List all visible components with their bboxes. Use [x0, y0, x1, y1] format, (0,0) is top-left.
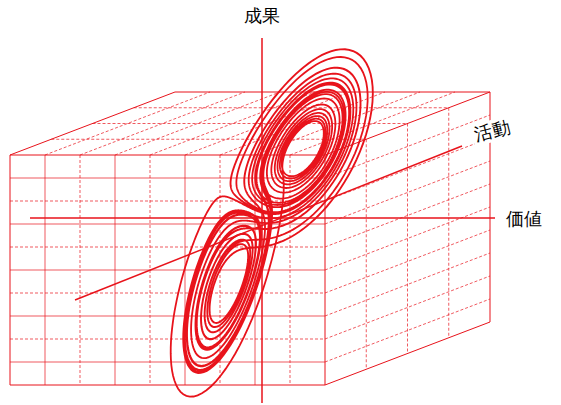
- box-edge: [10, 92, 175, 155]
- grid-line: [10, 339, 325, 340]
- box-edge: [325, 322, 490, 385]
- box-edge: [10, 155, 11, 385]
- grid-line: [10, 362, 325, 363]
- box-edge: [10, 385, 325, 386]
- axis-label: 成果: [242, 5, 282, 27]
- grid-line: [10, 201, 325, 202]
- grid-line: [10, 270, 325, 271]
- axes: [30, 38, 495, 403]
- grid-line: [448, 108, 449, 338]
- lorenz-curve: [171, 49, 373, 396]
- grid-line: [407, 124, 408, 354]
- axis-line: [261, 38, 263, 403]
- grid-line: [51, 139, 366, 140]
- grid-line: [10, 247, 325, 248]
- grid-line: [93, 123, 408, 124]
- grid-line: [10, 224, 325, 225]
- axis-label: 価値: [504, 208, 544, 230]
- grid-line: [10, 316, 325, 317]
- grid-line: [10, 293, 325, 294]
- grid-line: [366, 139, 367, 369]
